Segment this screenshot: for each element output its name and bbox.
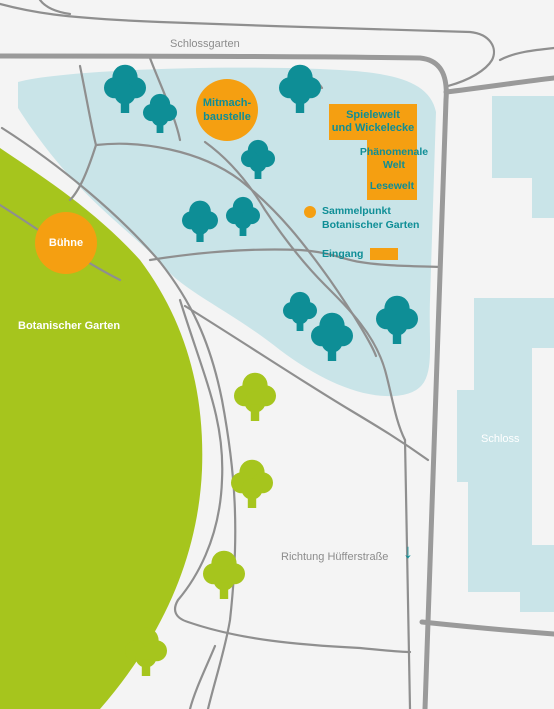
phenomena-world-label-line1: Phänomenale [359, 146, 429, 158]
playworld-marker: Spielewelt und Wickelecke [329, 104, 417, 140]
street-label-direction: Richtung Hüfferstraße [281, 551, 389, 563]
tree-icon [241, 139, 275, 179]
playworld-label-line2: und Wickelecke [331, 122, 415, 134]
tree-icon [234, 372, 276, 421]
tree-icon [376, 295, 418, 344]
street-label-schlossgarten: Schlossgarten [170, 38, 240, 50]
meeting-point-label-line2: Botanischer Garten [322, 219, 420, 231]
tree-icon [279, 64, 321, 113]
phenomena-world-label-line2: Welt [383, 159, 405, 171]
tree-icon [231, 459, 273, 508]
tree-icon [203, 550, 245, 599]
area-label-garden: Botanischer Garten [18, 320, 121, 332]
stage-label: Bühne [48, 237, 84, 249]
reading-world-label: Lesewelt [369, 180, 415, 192]
tree-icon [104, 64, 146, 113]
meeting-point-dot-icon [304, 206, 316, 218]
botanical-garden-area [0, 148, 203, 709]
meeting-point-label-line1: Sammelpunkt [322, 205, 391, 217]
tree-icon [226, 196, 260, 236]
tree-icon [125, 627, 167, 676]
tree-icon [283, 291, 317, 331]
tree-icon [143, 93, 177, 133]
construction-label-line1: Mitmach- [202, 97, 252, 109]
palace-upper-block [492, 96, 554, 218]
phenomena-world-marker [367, 140, 417, 200]
tree-icon [311, 312, 353, 361]
stage-marker: Bühne [35, 212, 97, 274]
main-road [0, 53, 554, 709]
entrance-marker [370, 248, 398, 260]
playworld-label-line1: Spielewelt [346, 109, 400, 121]
construction-label-line2: baustelle [203, 111, 251, 123]
construction-marker: Mitmach- baustelle [196, 79, 258, 141]
tree-icon [182, 200, 218, 242]
area-label-palace: Schloss [481, 433, 520, 445]
palace-building [457, 96, 554, 612]
entrance-label: Eingang [322, 248, 364, 260]
arrow-down-icon: ↓ [403, 541, 413, 563]
